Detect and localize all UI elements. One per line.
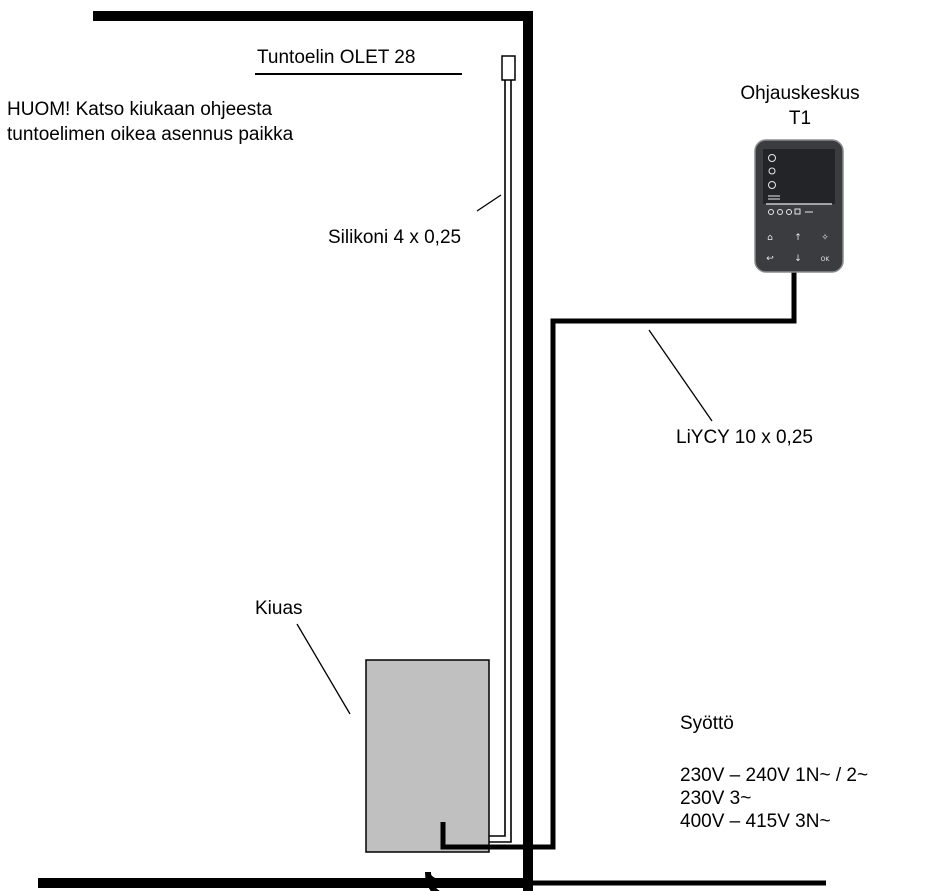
control-unit-title: Ohjauskeskus xyxy=(740,83,860,104)
heater-label: Kiuas xyxy=(255,598,303,619)
up-arrow-icon: ↑ xyxy=(794,233,802,243)
supply-cable xyxy=(425,871,826,886)
down-arrow-icon: ↓ xyxy=(794,254,802,264)
supply-title: Syöttö xyxy=(680,713,734,734)
control-cable xyxy=(440,272,797,850)
supply-option: 400V – 415V 3N~ xyxy=(680,811,831,832)
status-power-icon xyxy=(768,209,774,215)
heater-pointer xyxy=(296,623,351,715)
control-unit-model: T1 xyxy=(788,108,812,129)
supply-option: 230V – 240V 1N~ / 2~ xyxy=(680,765,869,786)
keypad: ⌂ ↑ ✧ ↩ ↓ OK xyxy=(766,233,830,264)
control-unit: ⌂ ↑ ✧ ↩ ↓ OK xyxy=(754,139,844,273)
sensor-cable-label: Silikoni 4 x 0,25 xyxy=(328,227,462,248)
installation-note-line1: HUOM! Katso kiukaan ohjeesta xyxy=(7,99,273,120)
home-button-icon: ⌂ xyxy=(767,233,773,243)
supply-option: 230V 3~ xyxy=(680,788,752,809)
timer-icon xyxy=(768,181,776,189)
control-cable-pointer xyxy=(648,329,713,422)
thermometer-icon xyxy=(768,167,776,175)
sensor-label: Tuntoelin OLET 28 xyxy=(257,47,416,68)
back-button-icon: ↩ xyxy=(766,254,774,264)
status-timer-icon xyxy=(786,209,792,215)
temperature-sensor xyxy=(501,55,516,81)
light-button-icon: ✧ xyxy=(821,233,829,243)
power-icon xyxy=(768,154,776,162)
sensor-cable-pointer xyxy=(476,194,502,212)
installation-note-line2: tuntoelimen oikea asennus paikka xyxy=(7,124,294,145)
heater-box xyxy=(365,659,490,853)
status-light-icon xyxy=(777,209,783,215)
status-calendar-icon xyxy=(794,208,801,215)
ok-button-icon: OK xyxy=(821,256,831,263)
display-icons xyxy=(768,154,813,215)
control-cable-label: LiYCY 10 x 0,25 xyxy=(676,427,813,448)
